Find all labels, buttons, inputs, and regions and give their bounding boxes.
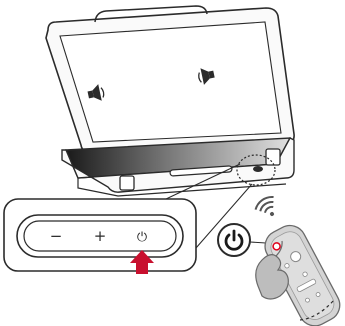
case-control-dot [253,166,263,172]
remote-callout [217,196,341,326]
case-handle [94,5,208,23]
case-right-foot [265,148,281,166]
remote-power-dot [272,242,281,251]
zoom-connector [165,163,253,249]
arrow-up-icon [130,250,154,274]
control-panel-closeup: − + ⏻ [3,198,197,274]
wireless-signal-icon [254,196,274,216]
speaker-case [45,5,295,197]
case-base-edge [77,178,287,197]
power-icon [224,229,244,251]
case-lid-inner [59,21,282,143]
volume-down-button[interactable]: − [50,227,63,245]
button-strip-inner [23,220,177,252]
power-button[interactable]: ⏻ [137,230,147,245]
volume-up-button[interactable]: + [94,227,107,245]
case-left-foot [119,175,135,191]
hand-icon [255,254,289,300]
right-speaker-icon [198,68,215,85]
thumb-outline [275,240,283,257]
remote-cutoff [299,299,335,321]
zoom-highlight [236,154,276,186]
case-latch-slot [169,165,233,177]
left-speaker-icon [87,84,105,101]
